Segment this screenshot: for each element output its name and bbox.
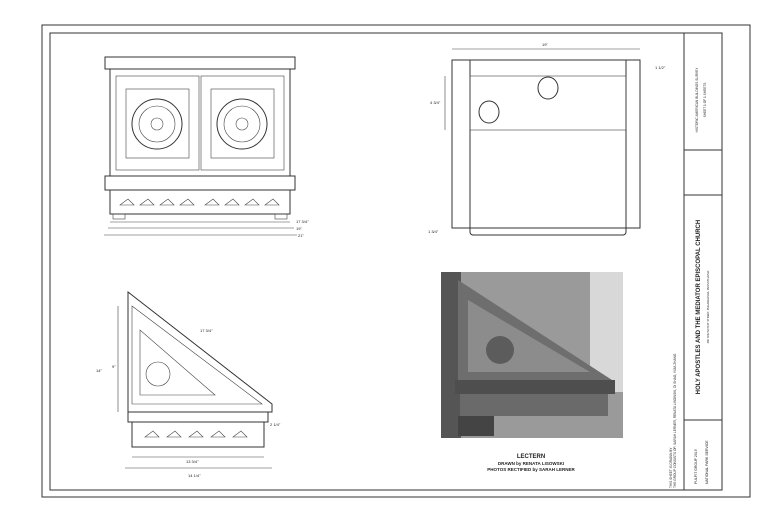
building-name: HOLY APOSTLES AND THE MEDIATOR EPISCOPAL… bbox=[696, 220, 702, 394]
side-elevation-drawing: 14" 9" 17 3/4" 2 1/4" 13 3/4" 14 1/4" bbox=[96, 290, 281, 478]
dim-label: 4 3/4" bbox=[430, 100, 441, 105]
dim-label: 19" bbox=[296, 226, 302, 231]
drawn-by-text: THIS SHEET IS DRAWN BY bbox=[669, 447, 673, 488]
agency-text: NATIONAL PARK SERVICE bbox=[705, 440, 709, 484]
survey-text: HISTORIC AMERICAN BUILDINGS SURVEY bbox=[695, 67, 699, 133]
dim-label: 17 3/4" bbox=[296, 219, 309, 224]
caption-photos: PHOTOS RECTIFIED by SARAH LERNER bbox=[487, 467, 575, 472]
dim-label: 1 3/4" bbox=[428, 229, 439, 234]
dim-label: 14 1/4" bbox=[188, 473, 201, 478]
inner-border bbox=[49, 32, 723, 491]
caption-title: LECTERN bbox=[517, 454, 545, 460]
caption-drawn: DRAWN by RENATA LISOWSKI bbox=[498, 461, 564, 466]
group-text: THE GROUP CONSISTS OF: SARAH LERNER, REN… bbox=[673, 353, 677, 488]
dim-label: 9" bbox=[112, 364, 116, 369]
lectern-photo bbox=[441, 272, 623, 438]
dim-label: 14" bbox=[96, 368, 102, 373]
dim-label: 21" bbox=[298, 233, 304, 238]
project-text: PULPIT GROUP 2019 bbox=[694, 449, 698, 484]
dim-label: 1 1/2" bbox=[655, 65, 666, 70]
dim-label: 2 1/4" bbox=[270, 422, 281, 427]
outer-border bbox=[41, 24, 751, 498]
front-elevation-drawing: 17 3/4" 19" 21" bbox=[104, 56, 309, 238]
dim-label: 19" bbox=[542, 42, 548, 47]
sheet-number: SHEET 1 OF 1 SHEETS bbox=[703, 83, 707, 118]
dim-label: 17 3/4" bbox=[200, 328, 213, 333]
address-text: 260 SOUTH 51ST STREET, PHILADELPHIA, PEN… bbox=[706, 270, 710, 343]
plan-view-drawing: 19" 1 1/2" 4 3/4" 1 3/4" bbox=[428, 42, 666, 236]
dim-label: 13 3/4" bbox=[186, 459, 199, 464]
